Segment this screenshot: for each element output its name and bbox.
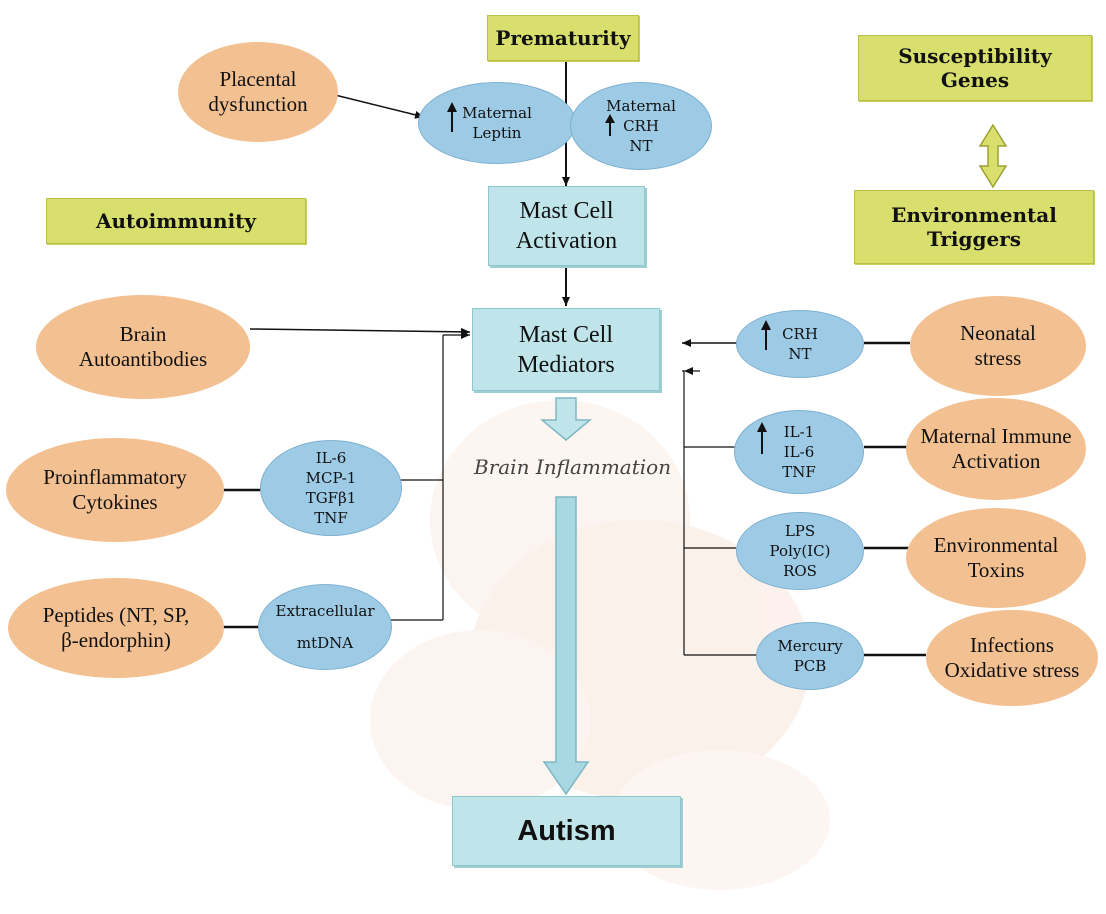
environmental-toxins-node: Environmental Toxins: [906, 508, 1086, 608]
brain-inflammation-label: Brain Inflammation: [474, 455, 672, 479]
maternal-crh-node: Maternal CRH NT: [570, 82, 712, 170]
maternal-leptin-node: Maternal Leptin: [418, 82, 576, 164]
extracellular-mtdna-node: Extracellular mtDNA: [258, 584, 392, 670]
environmental-triggers-header: Environmental Triggers: [854, 190, 1094, 264]
autoimmunity-header: Autoimmunity: [46, 198, 306, 244]
mast-cell-mediators-box: Mast Cell Mediators: [472, 308, 660, 391]
crh-up-arrow-icon: [605, 114, 615, 136]
gene-environment-double-arrow: [978, 123, 1008, 189]
autoantibodies-to-mediators-arrow: [249, 327, 471, 336]
mast-cell-activation-box: Mast Cell Activation: [488, 186, 645, 266]
lps-list-node: LPS Poly(IC) ROS: [736, 512, 864, 590]
placental-dysfunction-node: Placental dysfunction: [178, 42, 338, 142]
mercury-pcb-node: Mercury PCB: [756, 622, 864, 690]
inflammation-to-autism-arrow: [542, 496, 590, 796]
brain-autoantibodies-node: Brain Autoantibodies: [36, 295, 250, 399]
neonatal-stress-node: Neonatal stress: [910, 296, 1086, 396]
autism-box: Autism: [452, 796, 681, 866]
maternal-immune-activation-node: Maternal Immune Activation: [906, 398, 1086, 500]
leptin-up-arrow-icon: [447, 102, 457, 132]
il-up-arrow-icon: [757, 422, 767, 454]
crh-nt-up-arrow-icon: [761, 320, 771, 350]
crh-nt-node: CRH NT: [736, 310, 864, 378]
placental-to-leptin-arrow: [334, 94, 425, 119]
il-list-node: IL-1 IL-6 TNF: [734, 410, 864, 494]
proinflammatory-cytokines-node: Proinflammatory Cytokines: [6, 438, 224, 542]
infections-oxidative-stress-node: Infections Oxidative stress: [926, 610, 1098, 706]
prematurity-header: Prematurity: [487, 15, 639, 61]
susceptibility-genes-header: Susceptibility Genes: [858, 35, 1092, 101]
cytokine-list-node: IL-6 MCP-1 TGFβ1 TNF: [260, 440, 402, 536]
peptides-node: Peptides (NT, SP, β-endorphin): [8, 578, 224, 678]
fetus-silhouette: [370, 400, 830, 890]
mediators-to-inflammation-arrow: [539, 397, 593, 441]
